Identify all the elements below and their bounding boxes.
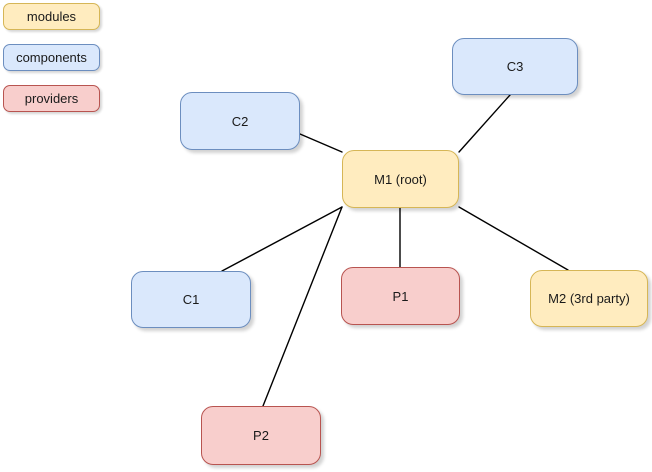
node-c1[interactable]: C1 [131,271,251,328]
node-m2[interactable]: M2 (3rd party) [530,270,648,327]
legend-providers-label: providers [24,91,79,106]
legend-modules-label: modules [26,9,77,24]
node-p1-label: P1 [392,288,409,304]
node-p2[interactable]: P2 [201,406,321,465]
edge-m1-m2 [458,206,569,271]
legend-components: components [3,44,100,71]
node-c3[interactable]: C3 [452,38,578,95]
node-m1-label: M1 (root) [374,171,427,187]
node-p2-label: P2 [253,428,269,443]
node-c2[interactable]: C2 [180,92,300,150]
node-m2-label: M2 (3rd party) [548,291,630,306]
legend-providers: providers [3,85,100,112]
node-c1-label: C1 [182,292,200,307]
legend-components-label: components [16,50,87,65]
edge-m1-c3 [458,94,511,153]
edge-m1-c1 [221,206,343,272]
edge-m1-p2 [262,206,343,407]
node-c3-label: C3 [506,59,524,74]
node-c2-label: C2 [231,113,249,129]
legend-modules: modules [3,3,100,30]
node-p1[interactable]: P1 [341,267,460,325]
edge-m1-c2 [299,133,343,153]
node-m1[interactable]: M1 (root) [342,150,459,208]
